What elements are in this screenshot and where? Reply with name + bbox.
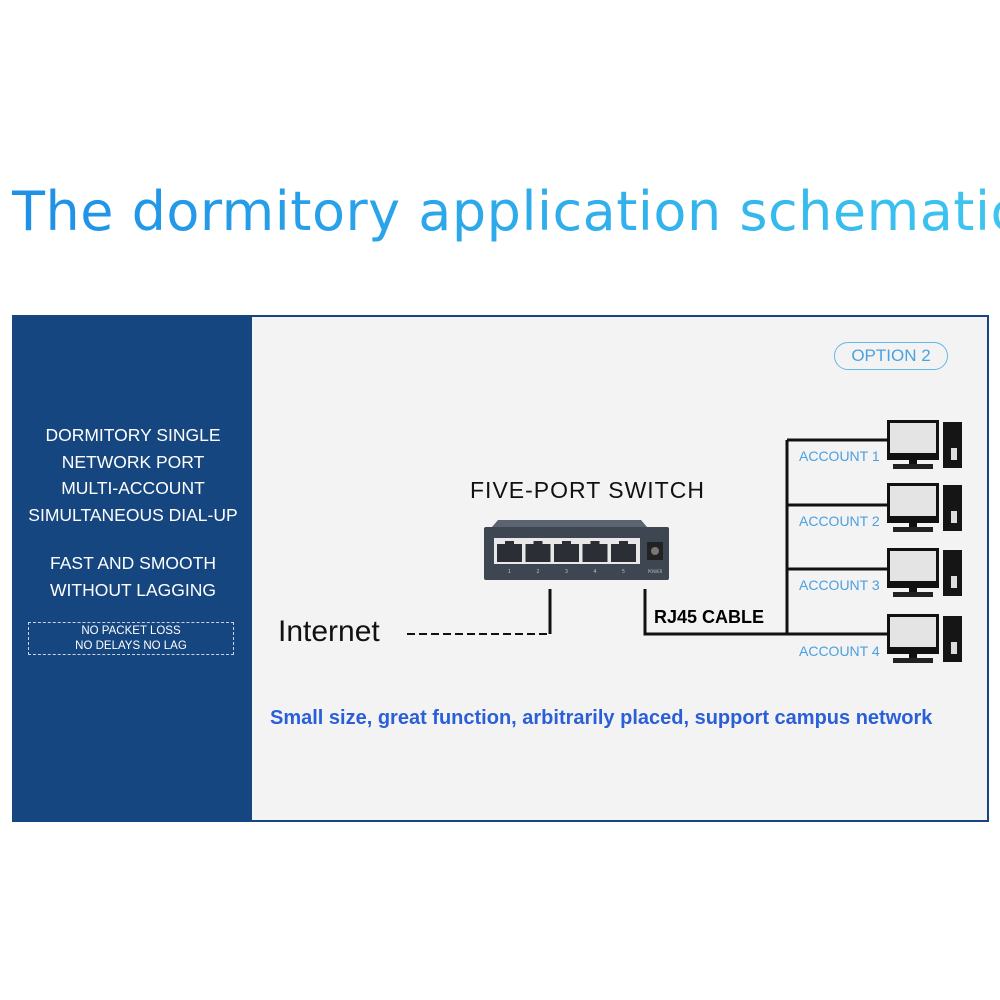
option-badge: OPTION 2 <box>834 342 948 370</box>
slogan: Small size, great function, arbitrarily … <box>270 707 933 729</box>
schematic-panel: DORMITORY SINGLE NETWORK PORT MULTI-ACCO… <box>12 315 989 822</box>
page-title: The dormitory application schematic <box>12 180 1000 243</box>
cable-label: RJ45 CABLE <box>654 607 765 627</box>
feature-line: MULTI-ACCOUNT <box>61 478 205 498</box>
network-diagram: 1 2 3 4 5 POWER <box>407 420 962 663</box>
port-latch <box>590 541 600 545</box>
feature-line: DORMITORY SINGLE <box>45 425 221 445</box>
note-line: NO DELAYS NO LAG <box>75 640 187 652</box>
ethernet-port-icon <box>582 544 608 562</box>
port-latch <box>505 541 514 545</box>
switch-label: FIVE-PORT SWITCH <box>470 477 705 503</box>
feature-sidebar: DORMITORY SINGLE NETWORK PORT MULTI-ACCO… <box>14 317 252 820</box>
feature-note-box: NO PACKET LOSS NO DELAYS NO LAG <box>28 622 234 655</box>
port-number: 5 <box>622 569 625 575</box>
account-label: ACCOUNT 3 <box>799 577 880 593</box>
port-number: 3 <box>565 569 568 575</box>
ethernet-port-icon <box>554 544 579 562</box>
port-latch <box>533 541 543 545</box>
feature-subheading: FAST AND SMOOTH WITHOUT LAGGING <box>14 550 252 603</box>
desktop-computer-icon <box>887 614 962 663</box>
port-number: 4 <box>593 569 596 575</box>
power-label: POWER <box>648 569 663 574</box>
note-line: NO PACKET LOSS <box>81 625 181 637</box>
ethernet-port-icon <box>611 544 636 562</box>
port-latch <box>619 541 628 545</box>
port-number: 2 <box>536 569 539 575</box>
ethernet-port-icon <box>525 544 551 562</box>
desktop-computer-icon <box>887 420 962 469</box>
feature-heading: DORMITORY SINGLE NETWORK PORT MULTI-ACCO… <box>14 422 252 528</box>
account-label: ACCOUNT 2 <box>799 513 880 529</box>
port-latch <box>562 541 571 545</box>
feature-line: FAST AND SMOOTH <box>50 553 216 573</box>
feature-line: WITHOUT LAGGING <box>50 579 216 600</box>
ethernet-port-icon <box>497 544 522 562</box>
account-label: ACCOUNT 1 <box>799 448 880 464</box>
feature-line: NETWORK PORT <box>61 451 205 472</box>
desktop-computer-icon <box>887 483 962 532</box>
account-label: ACCOUNT 4 <box>799 643 880 659</box>
rj45-cable-line <box>643 589 787 636</box>
switch-device: 1 2 3 4 5 POWER <box>484 520 669 580</box>
internet-label: Internet <box>278 615 380 648</box>
desktop-computer-icon <box>887 548 962 597</box>
port-number: 1 <box>508 569 511 575</box>
feature-line: SIMULTANEOUS DIAL-UP <box>28 504 238 525</box>
